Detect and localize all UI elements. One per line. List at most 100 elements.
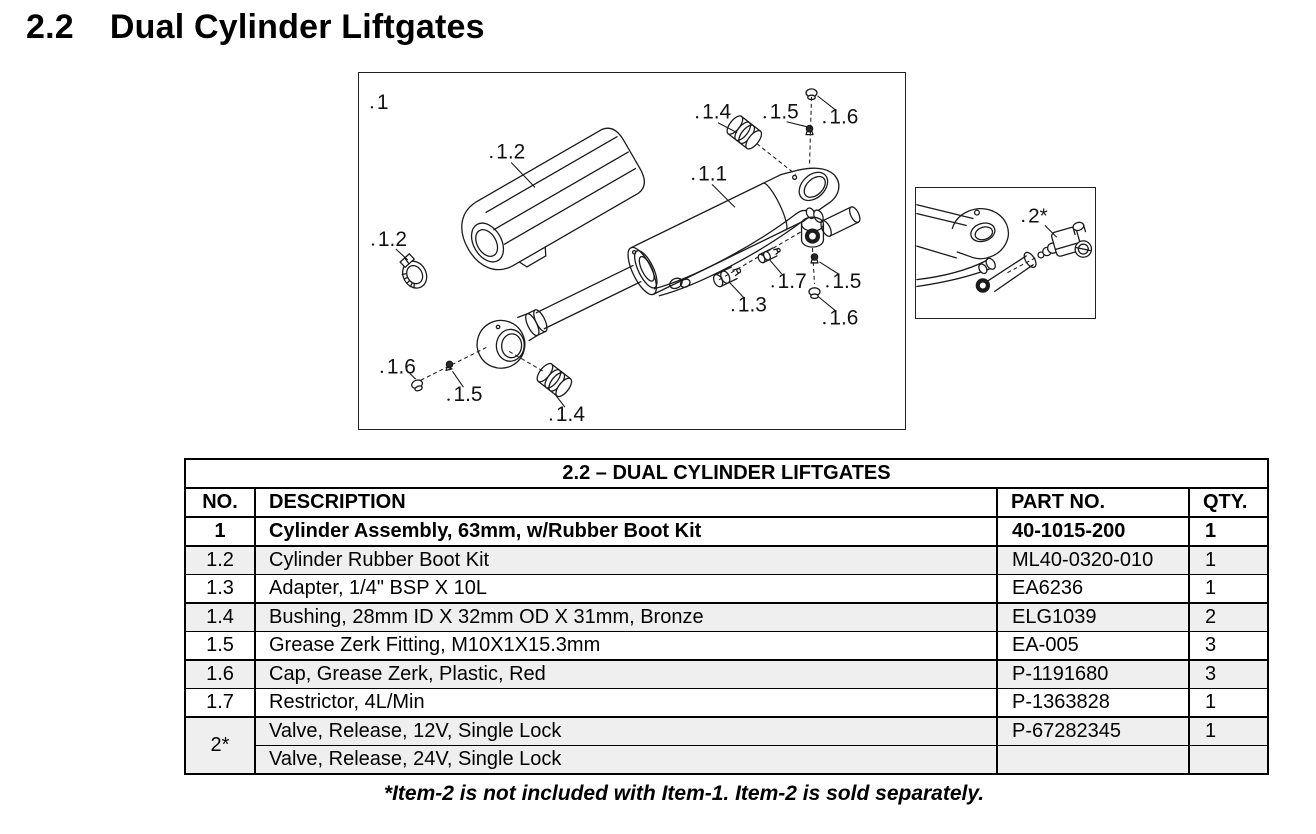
callout-label: 2* [1028, 204, 1048, 227]
cell-no: 1.5 [184, 631, 256, 661]
cap-bottom-left [411, 379, 424, 392]
section-title: Dual Cylinder Liftgates [109, 8, 485, 46]
callout-leader-line [769, 259, 783, 275]
bushing-bottom [536, 362, 573, 398]
callout-leader-line [554, 393, 566, 408]
cell-no: 1.4 [184, 602, 256, 632]
cell-description: Bushing, 28mm ID X 32mm OD X 31mm, Bronz… [254, 602, 998, 632]
parts-table: 2.2 – DUAL CYLINDER LIFTGATES NO. DESCRI… [184, 458, 1269, 775]
callout-label: 1.6 [829, 106, 858, 129]
cell-part_no: EA6236 [996, 574, 1190, 604]
cell-qty: 2 [1188, 602, 1269, 632]
column-header-part-no: PART NO. [996, 487, 1190, 518]
cell-qty: 1 [1188, 545, 1269, 575]
zerk-bottom-left [445, 360, 454, 371]
callout-anchor-dot [447, 398, 450, 401]
cell-description: Cylinder Assembly, 63mm, w/Rubber Boot K… [254, 516, 998, 547]
callout-leader-line [729, 282, 745, 299]
callout-anchor-dot [1022, 219, 1025, 223]
explosion-lines [420, 96, 815, 381]
cell-qty: 1 [1188, 516, 1269, 547]
table-title: 2.2 – DUAL CYLINDER LIFTGATES [184, 458, 1269, 489]
callout-label: 1.2 [378, 228, 407, 251]
section-number: 2.2 [26, 8, 74, 46]
callout-anchor-dot [380, 370, 384, 374]
zerk-right [810, 253, 819, 264]
release-valve [1037, 221, 1093, 259]
table-header-row: NO. DESCRIPTION PART NO. QTY. [184, 487, 1269, 518]
column-header-no: NO. [184, 487, 256, 518]
port-block [800, 216, 825, 248]
cell-description: Valve, Release, 12V, Single Lock [254, 716, 998, 746]
callout-label: 1.5 [770, 101, 799, 124]
bushing-top [726, 115, 763, 150]
valve-inset-diagram: 2* [915, 187, 1096, 319]
hydraulic-cylinder [476, 167, 840, 369]
callout-label: 1.5 [832, 270, 861, 293]
cell-no: 2* [184, 716, 256, 775]
callout-label: 1.7 [778, 270, 807, 293]
cell-description: Grease Zerk Fitting, M10X1X15.3mm [254, 631, 998, 661]
valve-detail-drawing: 2* [916, 204, 1093, 293]
cell-part_no: EA-005 [996, 631, 1190, 661]
cell-part_no: P-67282345 [996, 716, 1190, 746]
callout-anchor-dot [823, 321, 826, 325]
callout-anchor-dot [549, 418, 553, 421]
inset-cylinder-end [916, 204, 1037, 293]
inset-explosion-line [1007, 256, 1038, 274]
callout-anchor-dot [371, 243, 375, 246]
callout-anchor-dot [691, 177, 695, 181]
cell-description: Adapter, 1/4" BSP X 10L [254, 574, 998, 604]
cell-part_no [996, 745, 1190, 775]
cell-qty: 1 [1188, 716, 1269, 746]
callout-anchor-dot [823, 121, 826, 124]
cell-part_no: P-1363828 [996, 688, 1190, 718]
table-title-row: 2.2 – DUAL CYLINDER LIFTGATES [184, 458, 1269, 489]
column-header-description: DESCRIPTION [254, 487, 998, 518]
cell-no: 1.6 [184, 659, 256, 689]
callout-leader-line [409, 372, 417, 380]
cell-qty: 3 [1188, 631, 1269, 661]
cell-no: 1.3 [184, 574, 256, 604]
callout-label: 1 [377, 91, 389, 114]
restrictor-fitting [757, 247, 781, 264]
callout-anchor-dot [826, 285, 829, 288]
callout-anchor-dot [370, 106, 374, 109]
callout-label: 1.3 [738, 294, 767, 317]
rubber-boot [461, 127, 645, 271]
cell-qty: 1 [1188, 688, 1269, 718]
callout-leader-line [817, 95, 836, 111]
callout-label: 1.5 [454, 383, 483, 406]
cell-qty: 1 [1188, 574, 1269, 604]
cell-part_no: P-1191680 [996, 659, 1190, 689]
callout-label: 1.1 [698, 162, 727, 185]
table-row: Valve, Release, 24V, Single Lock [185, 745, 1269, 775]
callout-label: 1.6 [387, 355, 416, 378]
cell-part_no: 40-1015-200 [996, 516, 1190, 547]
cell-description: Cylinder Rubber Boot Kit [254, 545, 998, 575]
cell-part_no: ELG1039 [996, 602, 1190, 632]
cylinder-assembly-drawing: 11.21.11.41.51.61.21.71.51.31.61.61.51.4 [370, 88, 861, 426]
callout-anchor-dot [731, 308, 735, 312]
cell-qty [1188, 745, 1269, 775]
callout-leader-line [395, 248, 409, 261]
callout-leader-line [510, 162, 536, 188]
cell-description: Restrictor, 4L/Min [254, 688, 998, 718]
callout-label: 1.6 [829, 307, 858, 330]
section-heading: 2.2 Dual Cylinder Liftgates [26, 8, 485, 47]
boot-clamp [399, 253, 428, 289]
pipe-fittings [805, 207, 824, 223]
cross-tube [820, 206, 861, 238]
callout-label: 1.4 [556, 403, 585, 426]
cell-no: 1 [184, 516, 256, 547]
callout-leader-line [818, 296, 836, 312]
zerk-top [805, 124, 814, 136]
